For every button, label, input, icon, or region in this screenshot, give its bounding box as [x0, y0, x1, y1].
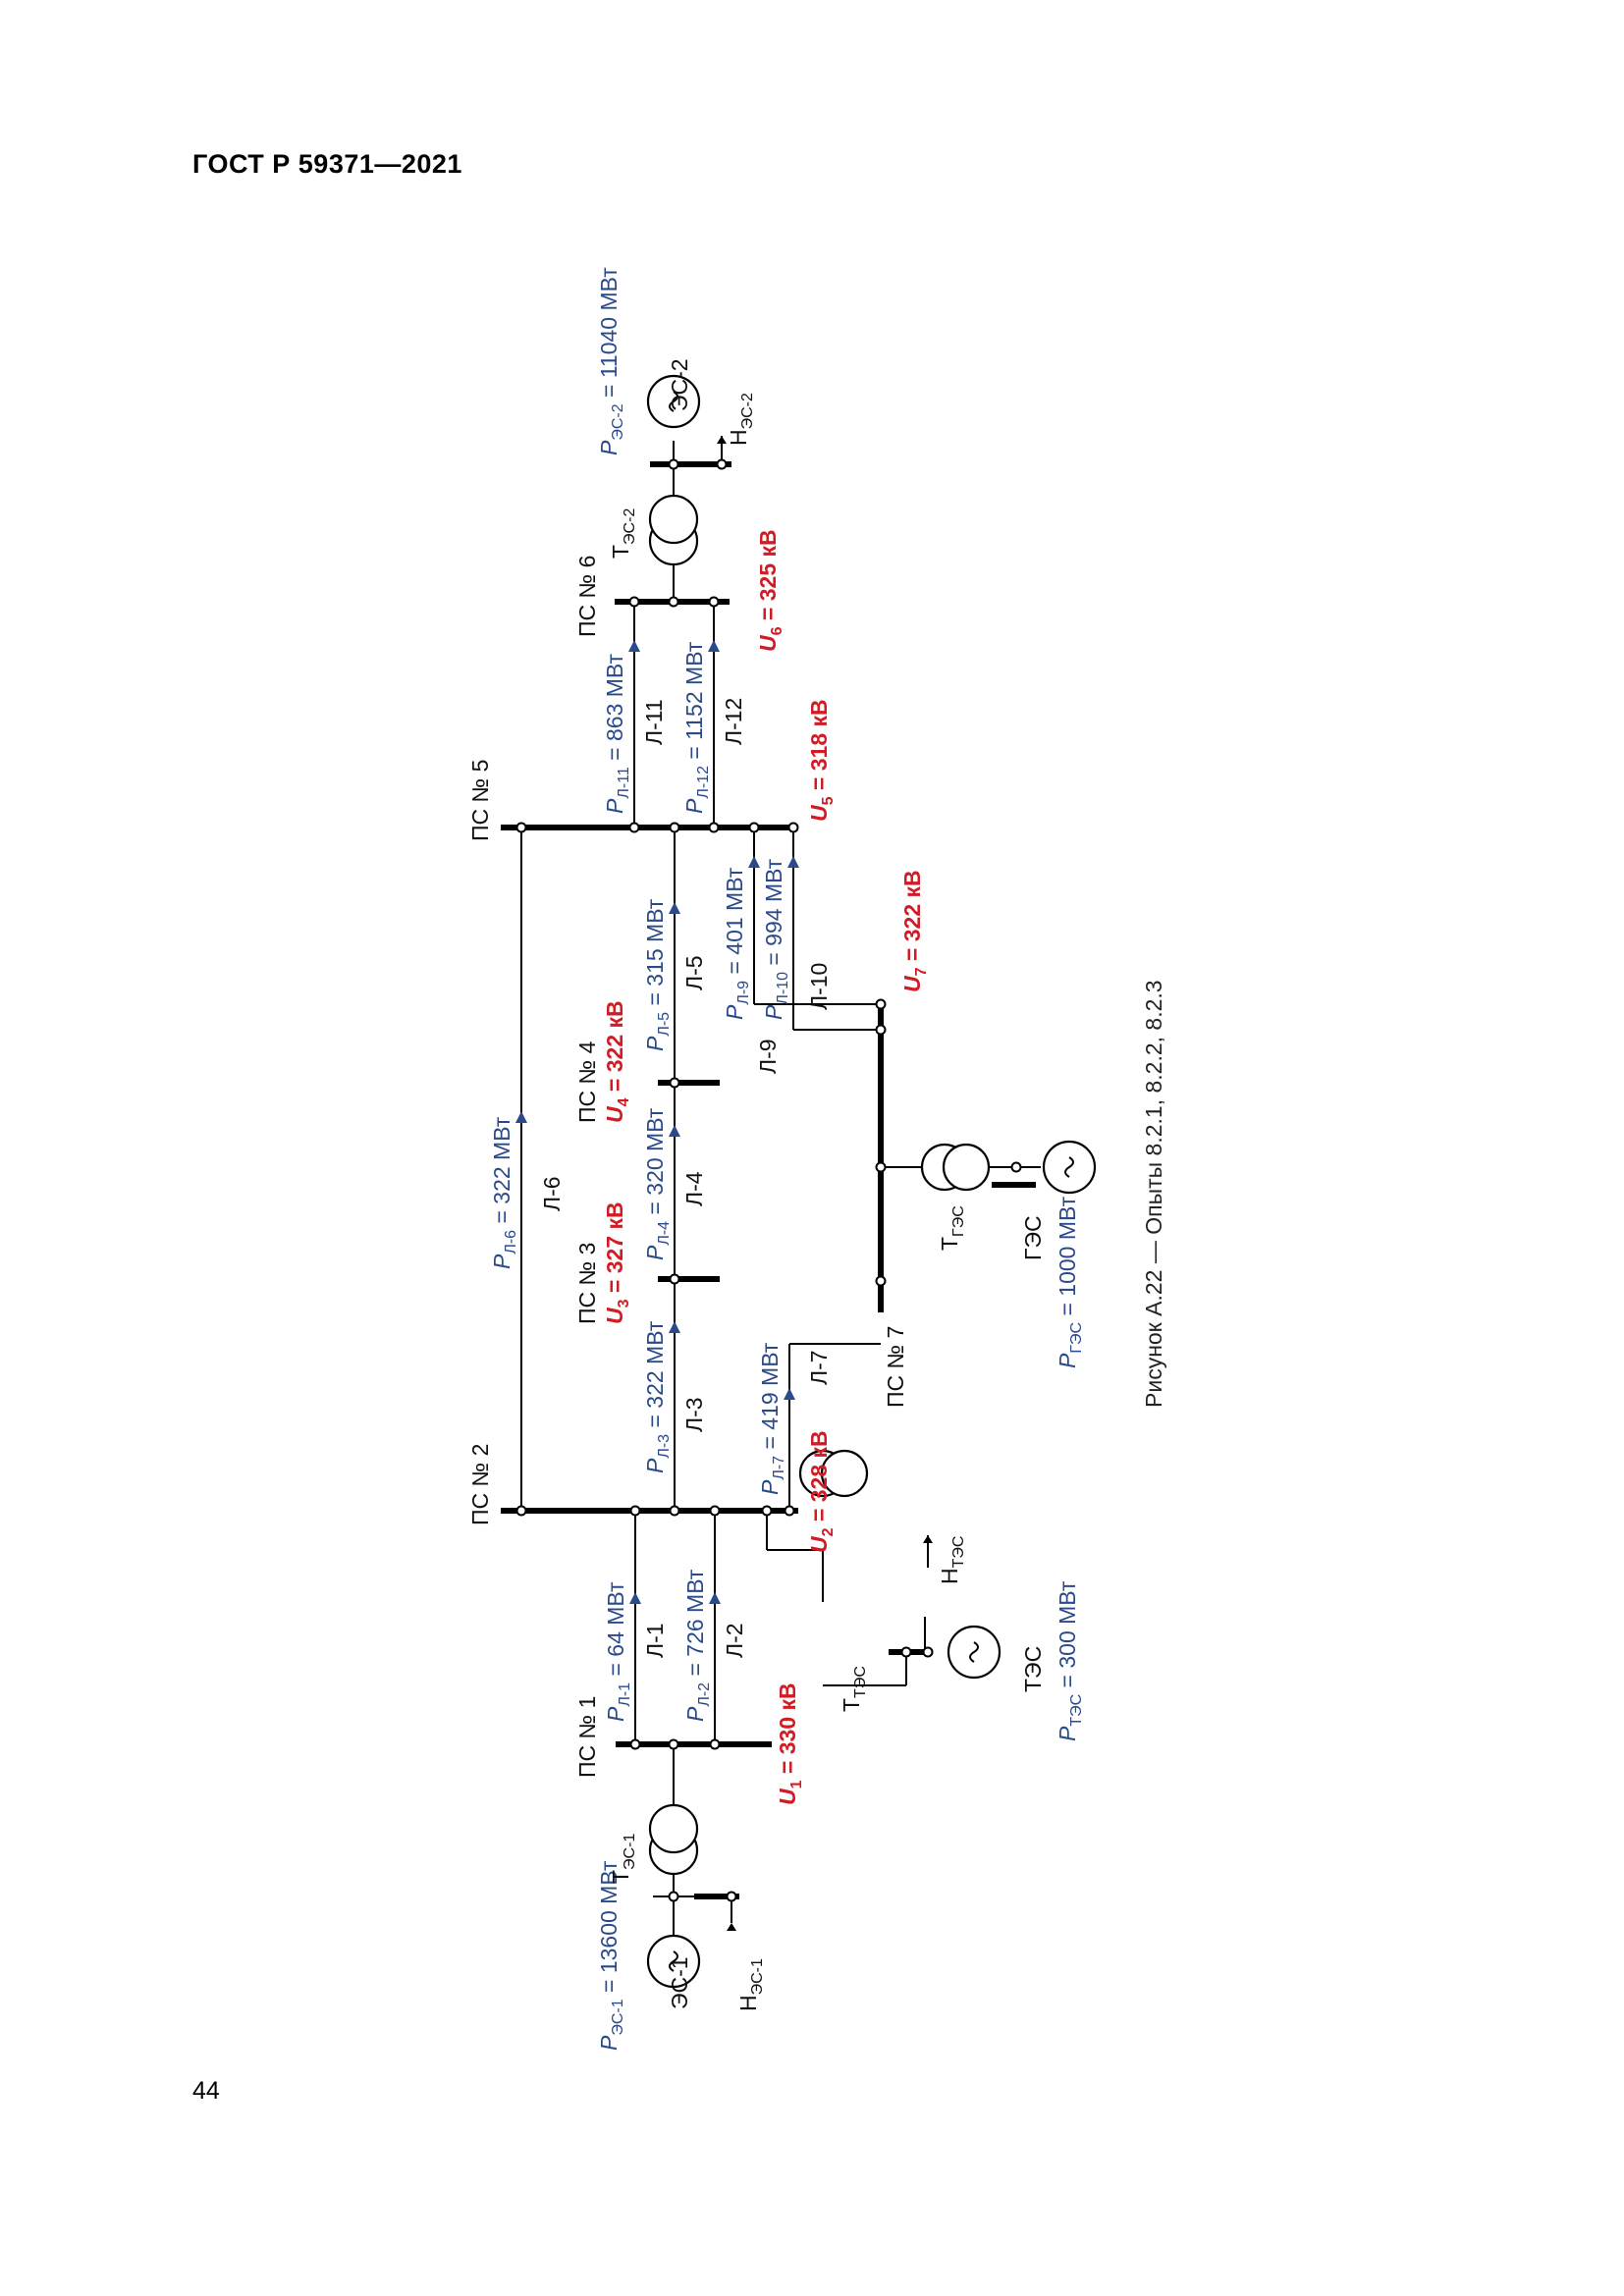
power-l3: PЛ-3 = 322 МВт	[642, 1320, 673, 1473]
power-l6: PЛ-6 = 322 МВт	[489, 1116, 519, 1269]
label-l5: Л-5	[681, 955, 707, 990]
power-l2: PЛ-2 = 726 МВт	[682, 1569, 713, 1722]
power-es1: PЭС-1 = 13600 МВт	[596, 1860, 626, 2051]
transformer-ges-b	[942, 1143, 991, 1192]
label-t-tes: ТТЭС	[839, 1666, 869, 1712]
label-ps1: ПС № 1	[574, 1696, 600, 1778]
label-l1: Л-1	[642, 1623, 668, 1658]
power-l5: PЛ-5 = 315 МВт	[642, 898, 673, 1051]
power-ges: PГЭС = 1000 МВт	[1055, 1196, 1085, 1368]
power-l12: PЛ-12 = 1152 МВт	[681, 641, 712, 814]
voltage-u7: U7 = 322 кВ	[899, 870, 930, 992]
label-ps7: ПС № 7	[883, 1326, 908, 1408]
voltage-u1: U1 = 330 кВ	[775, 1682, 805, 1805]
voltage-u6: U6 = 325 кВ	[755, 529, 785, 652]
voltage-u2: U2 = 328 кВ	[806, 1430, 837, 1553]
power-l1: PЛ-1 = 64 МВт	[603, 1581, 633, 1722]
power-l4: PЛ-4 = 320 МВт	[642, 1107, 673, 1260]
label-t-es2: ТЭС-2	[608, 508, 638, 559]
transformer-es2-b	[648, 494, 699, 545]
label-ps4: ПС № 4	[574, 1041, 600, 1123]
junction-nodes	[515, 458, 1022, 1902]
label-ps6: ПС № 6	[574, 556, 600, 637]
power-es2: PЭС-2 = 11040 МВт	[596, 267, 626, 455]
label-ps2: ПС № 2	[467, 1444, 493, 1525]
voltage-u5: U5 = 318 кВ	[806, 699, 837, 822]
voltage-u4: U4 = 322 кВ	[602, 1000, 632, 1123]
label-es1: ЭС-1	[667, 1956, 692, 2009]
label-l6: Л-6	[539, 1176, 565, 1211]
label-es2: ЭС-2	[667, 358, 692, 411]
power-l11: PЛ-11 = 863 МВт	[602, 654, 632, 814]
label-tes: ТЭС	[1020, 1646, 1046, 1692]
label-l9: Л-9	[755, 1039, 781, 1074]
power-l9: PЛ-9 = 401 МВт	[722, 867, 752, 1020]
label-t-es1: ТЭС-1	[608, 1834, 638, 1884]
label-l10: Л-10	[806, 963, 832, 1010]
label-n-es1: НЭС-1	[735, 1958, 766, 2011]
label-ps3: ПС № 3	[574, 1243, 600, 1324]
label-l7: Л-7	[806, 1350, 832, 1385]
label-l2: Л-2	[722, 1623, 747, 1658]
label-l4: Л-4	[681, 1171, 707, 1206]
voltage-u3: U3 = 327 кВ	[602, 1201, 632, 1324]
label-n-es2: НЭС-2	[726, 393, 756, 446]
transformer-tes-b	[820, 1449, 869, 1498]
label-n-tes: НТЭС	[937, 1536, 967, 1584]
label-ps5: ПС № 5	[467, 760, 493, 841]
label-l11: Л-11	[641, 699, 667, 745]
document-header: ГОСТ Р 59371—2021	[192, 149, 462, 179]
transformer-es1-b	[648, 1803, 699, 1854]
page-number: 44	[192, 2077, 220, 2105]
power-l10: PЛ-10 = 994 МВт	[761, 858, 791, 1020]
label-t-ges: ТГЭС	[937, 1205, 967, 1251]
power-tes: PТЭС = 300 МВт	[1055, 1580, 1085, 1741]
label-ges: ГЭС	[1020, 1215, 1046, 1260]
power-l7: PЛ-7 = 419 МВт	[757, 1342, 787, 1495]
label-l12: Л-12	[721, 698, 746, 745]
figure-caption: Рисунок А.22 — Опыты 8.2.1, 8.2.2, 8.2.3	[1141, 980, 1166, 1408]
label-l3: Л-3	[681, 1397, 707, 1432]
